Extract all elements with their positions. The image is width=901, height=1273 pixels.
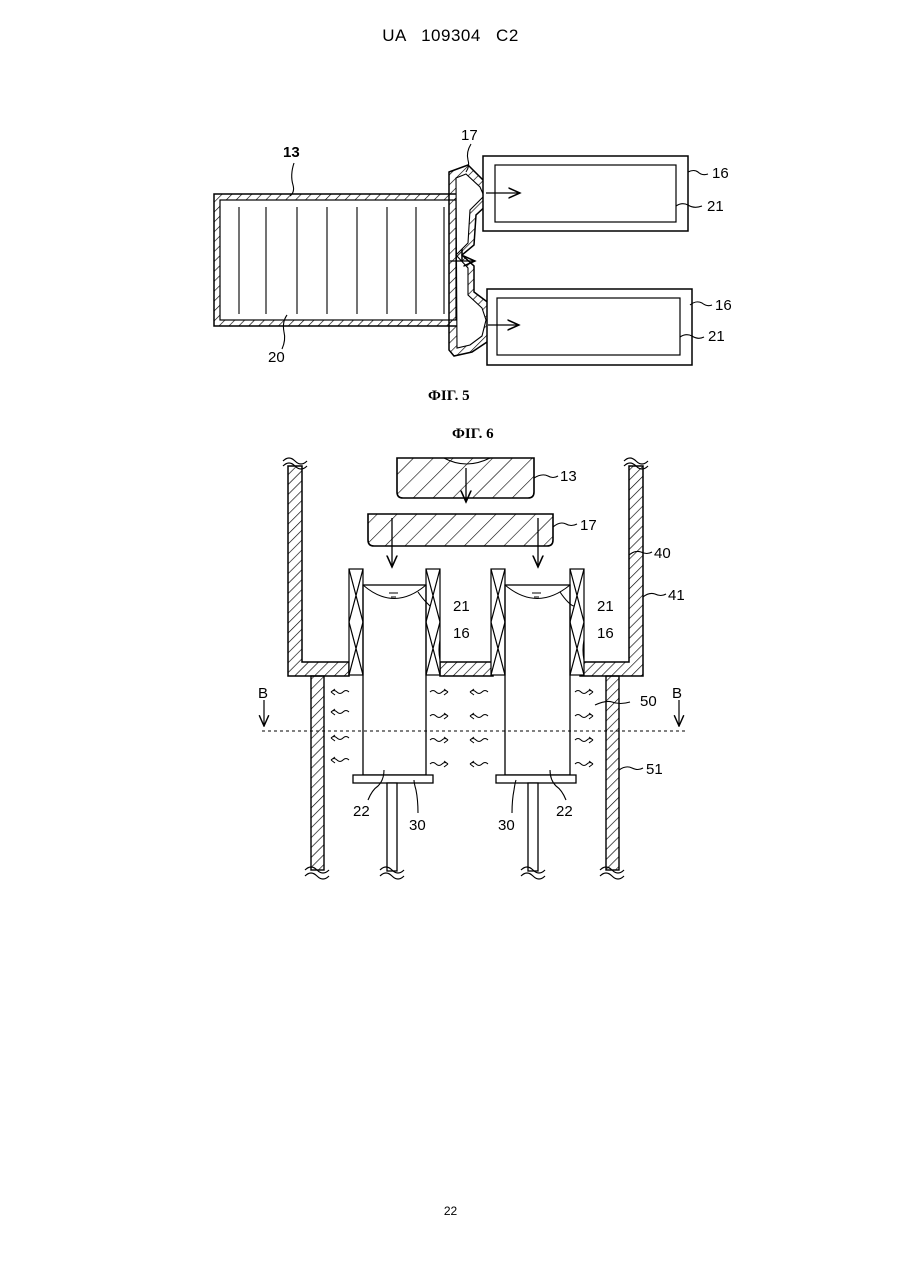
fig5-label-16: 16: [715, 297, 732, 314]
fig6-label-17: 17: [580, 517, 597, 534]
fig5-label-16: 16: [712, 165, 729, 182]
fig6-plate-17: [368, 514, 553, 567]
fig6-pedestals-30: [353, 775, 576, 879]
page-number: 22: [0, 1204, 901, 1218]
fig5-caption: ФІГ. 5: [428, 388, 470, 404]
fig5-label-20: 20: [268, 349, 285, 366]
fig6-section-line-b: [262, 700, 686, 731]
fig5-label-21: 21: [707, 198, 724, 215]
fig6-label-22: 22: [556, 803, 573, 820]
fig6-label-b: B: [258, 685, 268, 702]
fig6-cooling-flow: [331, 689, 593, 767]
fig6-label-51: 51: [646, 761, 663, 778]
fig6-label-16: 16: [597, 625, 614, 642]
fig5-label-17: 17: [461, 127, 478, 144]
fig6-label-40: 40: [654, 545, 671, 562]
fig6-label-16: 16: [453, 625, 470, 642]
fig6-label-22: 22: [353, 803, 370, 820]
fig5-label-13: 13: [283, 144, 300, 161]
fig5-lower-cell: [487, 289, 692, 365]
fig6-label-21: 21: [453, 598, 470, 615]
figure-5: 13 17 16 21 16 21 20 ФІГ. 5: [214, 127, 732, 404]
fig5-housing-13: [214, 194, 462, 326]
fig6-label-30: 30: [409, 817, 426, 834]
figure-6: ФІГ. 6: [258, 426, 686, 879]
fig6-label-21: 21: [597, 598, 614, 615]
fig6-label-13: 13: [560, 468, 577, 485]
fig6-block-13: [397, 458, 534, 502]
fig6-label-50: 50: [640, 693, 657, 710]
fig6-label-30: 30: [498, 817, 515, 834]
fig6-label-b: B: [672, 685, 682, 702]
fig5-label-21: 21: [708, 328, 725, 345]
fig6-label-41: 41: [668, 587, 685, 604]
fig6-caption: ФІГ. 6: [452, 426, 494, 442]
